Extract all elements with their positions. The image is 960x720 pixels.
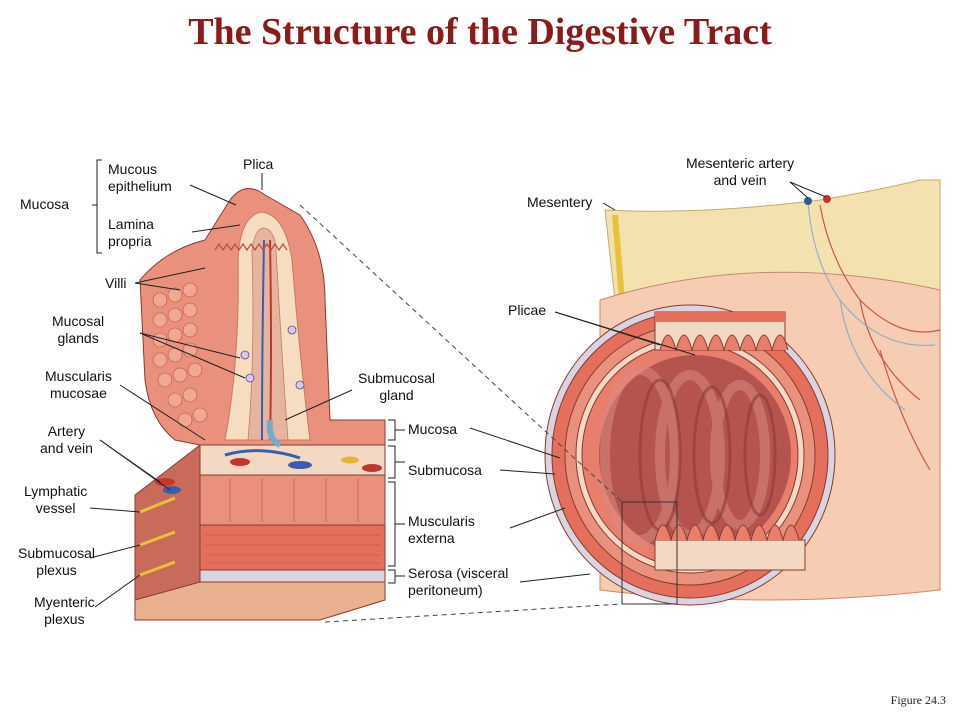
label-lymphatic-vessel: Lymphatic vessel — [24, 483, 88, 516]
serosa-layer — [199, 569, 386, 583]
zoom-box — [621, 501, 678, 605]
label-mucous-epithelium: Mucous epithelium — [108, 161, 172, 194]
label-mesentery: Mesentery — [527, 194, 593, 210]
label-lamina-propria: Lamina propria — [108, 216, 154, 249]
label-mucosa-mid: Mucosa — [408, 421, 458, 437]
label-plicae: Plicae — [508, 302, 547, 318]
label-muscularis-externa: Muscularis externa — [408, 513, 475, 546]
tissue-block — [134, 188, 386, 621]
longitudinal-muscle-layer — [199, 524, 386, 571]
label-plica: Plica — [243, 156, 274, 172]
circular-muscle-layer — [199, 474, 386, 526]
label-mucosal-glands: Mucosal glands — [52, 313, 105, 346]
label-muscularis-mucosae: Muscularis mucosae — [45, 368, 112, 401]
label-submucosal-plexus: Submucosal plexus — [18, 545, 96, 578]
figure-caption: Figure 24.3 — [890, 693, 946, 707]
label-submucosal-gland: Submucosal gland — [358, 370, 436, 403]
label-artery-vein: Artery and vein — [40, 423, 93, 456]
intestine-section — [544, 179, 941, 606]
page-title: The Structure of the Digestive Tract — [188, 11, 772, 53]
label-mesenteric-artery-vein: Mesenteric artery and vein — [686, 155, 795, 188]
label-submucosa: Submucosa — [408, 462, 482, 478]
label-myenteric-plexus: Myenteric plexus — [34, 594, 95, 627]
label-villi: Villi — [105, 275, 127, 291]
label-mucosa-left: Mucosa — [20, 196, 70, 212]
label-serosa: Serosa (visceral peritoneum) — [408, 565, 509, 598]
